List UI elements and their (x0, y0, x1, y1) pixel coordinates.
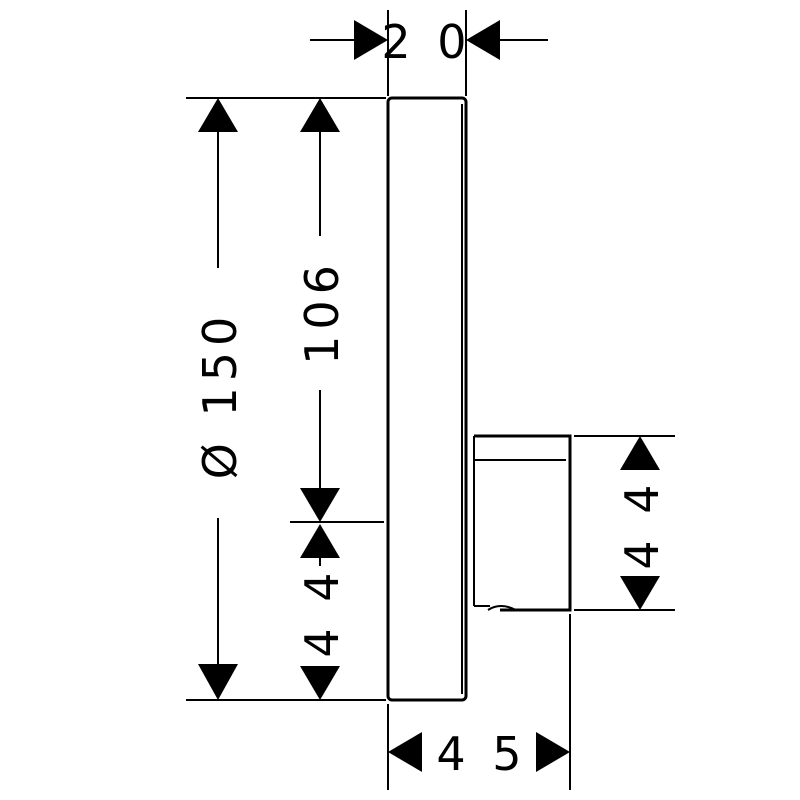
dim-depth-top: 2 0 (310, 15, 548, 69)
arrow-right-icon (354, 20, 388, 60)
plate-outline (386, 96, 468, 702)
arrow-up-icon (300, 98, 340, 132)
arrow-down-icon (620, 576, 660, 610)
dim-diameter-label: Ø 150 (193, 311, 247, 480)
dim-total-depth: 4 5 (388, 727, 570, 781)
arrow-up-icon (300, 524, 340, 558)
extension-lines (186, 10, 675, 790)
dim-height-upper: 106 (295, 98, 349, 522)
dim-height-upper-label: 106 (295, 259, 349, 365)
dim-connector-height: 4 4 (615, 436, 669, 610)
arrow-left-icon (388, 732, 422, 772)
dim-total-depth-label: 4 5 (436, 727, 527, 781)
connector-outline (473, 434, 572, 612)
dim-diameter: Ø 150 (193, 98, 247, 700)
dim-depth-top-label: 2 0 (381, 15, 472, 69)
arrow-down-icon (300, 488, 340, 522)
dim-connector-height-label: 4 4 (615, 478, 669, 569)
arrow-up-icon (620, 436, 660, 470)
arrow-right-icon (536, 732, 570, 772)
arrow-left-icon (466, 20, 500, 60)
arrow-down-icon (198, 664, 238, 700)
arrow-up-icon (198, 98, 238, 132)
arrow-down-icon (300, 666, 340, 700)
dim-height-lower-label: 4 4 (295, 566, 349, 657)
dim-height-lower: 4 4 (295, 524, 349, 700)
